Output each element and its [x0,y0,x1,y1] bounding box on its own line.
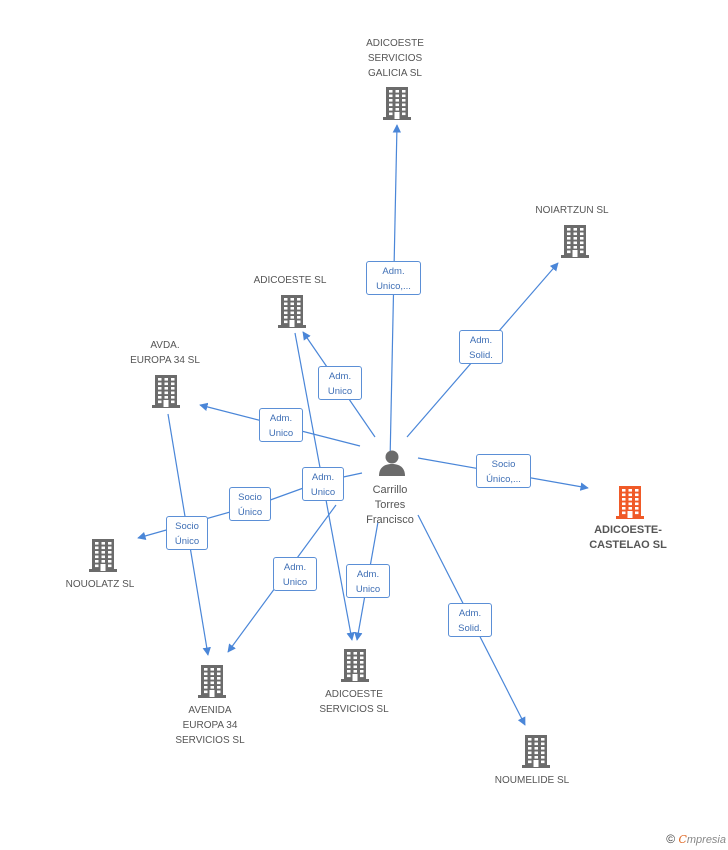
building-shape [616,486,644,519]
building-icon[interactable] [615,484,645,525]
edge-label[interactable]: Adm. Unico,... [366,261,421,295]
building-icon[interactable] [197,663,227,704]
building-icon[interactable] [88,537,118,578]
company-label[interactable]: ADICOESTE SL [253,275,327,286]
company-label[interactable]: AVDA. EUROPA 34 SL [130,340,200,366]
edge-label[interactable]: Socio Único [166,516,208,550]
footer-brand: © Cmpresia [666,832,726,846]
building-shape [383,87,411,120]
company-label[interactable]: ADICOESTE SERVICIOS GALICIA SL [366,38,424,79]
edge-label[interactable]: Adm. Solid. [459,330,503,364]
edge-label[interactable]: Adm. Unico [346,564,390,598]
person-icon[interactable] [378,448,406,481]
edge-label[interactable]: Adm. Unico [259,408,303,442]
edge-label[interactable]: Adm. Solid. [448,603,492,637]
copyright-symbol: © [666,832,676,846]
person-name[interactable]: Carrillo Torres Francisco [366,484,414,526]
building-icon[interactable] [340,647,370,688]
brand-logo-letter: C [678,833,687,846]
building-icon[interactable] [560,223,590,264]
building-shape [522,735,550,768]
building-icon[interactable] [277,293,307,334]
company-label[interactable]: ADICOESTE- CASTELAO SL [589,524,667,551]
company-label[interactable]: AVENIDA EUROPA 34 SERVICIOS SL [175,705,245,746]
building-shape [89,539,117,572]
building-icon[interactable] [151,373,181,414]
company-label[interactable]: NOIARTZUN SL [535,205,609,216]
building-icon[interactable] [382,85,412,126]
edge-label[interactable]: Adm. Unico [318,366,362,400]
company-label[interactable]: NOUOLATZ SL [65,579,135,590]
building-shape [278,295,306,328]
company-label[interactable]: ADICOESTE SERVICIOS SL [319,689,389,715]
building-icon[interactable] [521,733,551,774]
building-shape [561,225,589,258]
edge-label[interactable]: Socio Único [229,487,271,521]
building-shape [152,375,180,408]
edge-label[interactable]: Adm. Unico [302,467,344,501]
brand-logo-text: mpresia [686,834,726,846]
edge-label[interactable]: Adm. Unico [273,557,317,591]
company-label[interactable]: NOUMELIDE SL [494,775,570,786]
person-shape [379,450,405,476]
edge-label[interactable]: Socio Único,... [476,454,531,488]
building-shape [341,649,369,682]
building-shape [198,665,226,698]
